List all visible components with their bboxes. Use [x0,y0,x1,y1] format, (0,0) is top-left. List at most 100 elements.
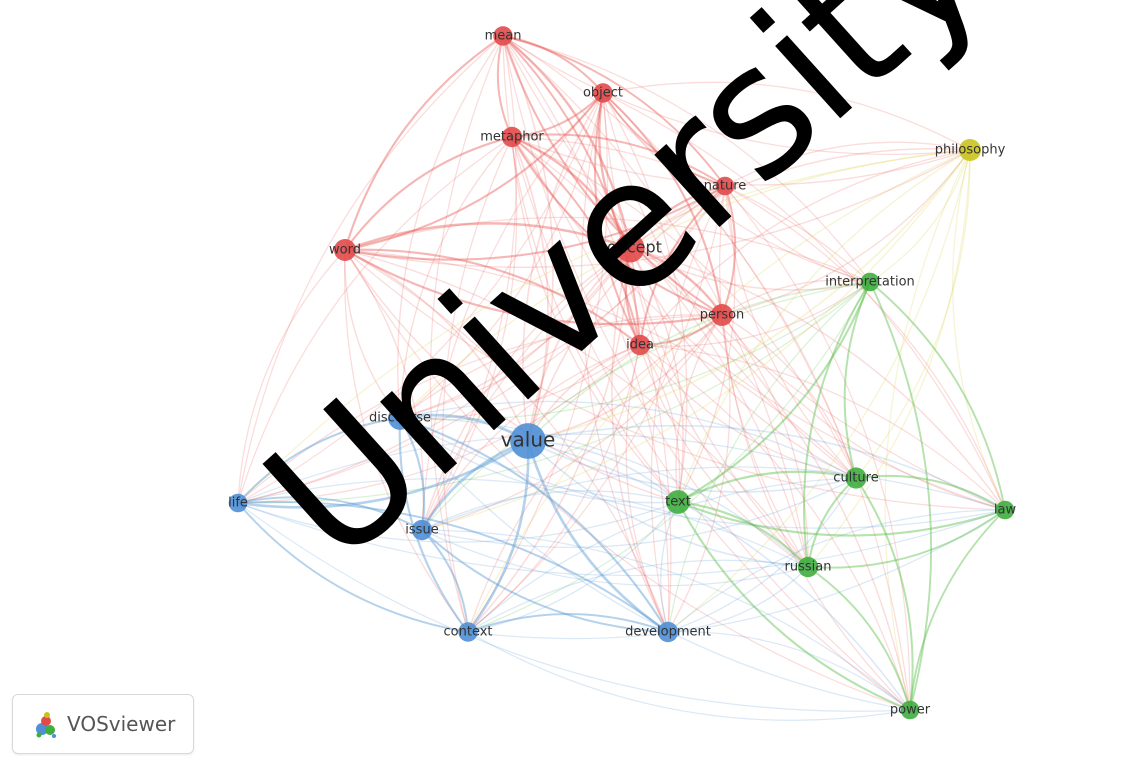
link-metaphor-issue [421,136,518,531]
link-idea-life [237,344,641,504]
link-concept-context [467,247,631,633]
link-issue-power [421,529,911,711]
link-discourse-power [399,417,911,711]
node-text[interactable] [666,490,690,514]
link-mean-person [502,35,723,316]
link-philosophy-context [467,149,971,633]
node-nature[interactable] [715,176,735,196]
vosviewer-badge[interactable]: VOSviewer [12,694,194,754]
node-label-issue[interactable]: issue [405,523,438,538]
link-concept-philosophy [629,148,971,249]
link-word-idea [344,248,641,346]
link-philosophy-russian [807,149,971,568]
node-concept[interactable] [615,233,645,263]
node-russian[interactable] [797,556,819,578]
node-label-life[interactable]: life [228,496,248,511]
node-power[interactable] [900,700,920,720]
node-object[interactable] [593,83,613,103]
node-label-nature[interactable]: nature [704,179,747,194]
node-label-development[interactable]: development [625,625,711,640]
link-value-life [237,439,529,509]
node-word[interactable] [334,239,356,261]
link-metaphor-culture [511,136,857,479]
node-label-concept[interactable]: concept [598,238,662,257]
link-concept-interpretation [629,247,871,291]
link-culture-russian [806,477,857,568]
node-label-value[interactable]: value [501,428,556,452]
node-label-law[interactable]: law [994,503,1017,518]
node-label-discourse[interactable]: discourse [369,411,431,426]
node-context[interactable] [458,622,478,642]
node-label-word[interactable]: word [329,243,361,258]
node-philosophy[interactable] [959,139,981,161]
link-metaphor-law [511,136,1006,511]
link-development-law [667,509,1006,633]
link-metaphor-power [511,136,911,711]
link-metaphor-russian [511,136,809,568]
link-metaphor-context [442,136,513,633]
link-culture-law [855,474,1006,511]
link-russian-power [807,566,911,711]
node-person[interactable] [711,304,733,326]
link-mean-development [502,35,672,633]
link-word-life [237,249,346,504]
link-text-culture [677,470,857,503]
link-nature-value [527,185,726,442]
node-value[interactable] [510,423,546,459]
link-nature-issue [421,185,726,531]
link-object-culture [602,92,857,479]
node-label-text[interactable]: text [665,495,691,510]
link-object-word [344,92,604,252]
node-label-culture[interactable]: culture [833,471,878,486]
node-life[interactable] [228,493,248,513]
link-person-philosophy [721,149,971,316]
node-label-person[interactable]: person [700,308,745,323]
link-object-interpretation [602,92,871,283]
node-label-metaphor[interactable]: metaphor [480,130,544,145]
link-issue-russian [421,529,809,587]
node-label-philosophy[interactable]: philosophy [935,143,1006,158]
node-interpretation[interactable] [860,272,880,292]
link-context-russian [467,559,809,633]
node-mean[interactable] [493,26,513,46]
link-person-power [721,314,911,711]
node-label-mean[interactable]: mean [485,29,522,44]
link-person-discourse [399,313,723,419]
node-idea[interactable] [629,334,651,356]
link-nature-russian [719,185,809,568]
node-development[interactable] [657,621,679,643]
link-concept-value [527,247,631,442]
node-label-russian[interactable]: russian [785,560,832,575]
link-development-russian [667,566,809,633]
node-label-interpretation[interactable]: interpretation [825,275,915,290]
link-word-text [344,249,679,503]
node-culture[interactable] [845,467,867,489]
link-word-development [344,249,669,633]
link-object-text [602,92,688,503]
link-interpretation-text [677,281,871,503]
node-metaphor[interactable] [501,126,523,148]
node-label-idea[interactable]: idea [626,338,654,353]
link-concept-discourse [399,247,631,419]
node-label-power[interactable]: power [890,703,931,718]
label-layer: mean object metaphor nature word concept perso… [228,29,1016,718]
link-idea-issue [421,344,641,531]
link-object-development [580,92,669,633]
link-mean-text [502,35,679,503]
link-concept-development [611,247,669,633]
link-text-law [677,501,1006,537]
link-metaphor-text [511,136,679,503]
link-interpretation-value [527,281,871,442]
node-label-context[interactable]: context [444,625,493,640]
link-mean-nature [502,35,726,187]
node-issue[interactable] [411,519,433,541]
link-context-development [467,613,669,633]
node-discourse[interactable] [388,406,412,430]
link-object-life [237,92,604,504]
link-context-culture [467,477,857,633]
link-mean-word [344,35,504,251]
node-label-object[interactable]: object [583,86,623,101]
link-value-culture [527,440,857,493]
node-law[interactable] [995,500,1015,520]
